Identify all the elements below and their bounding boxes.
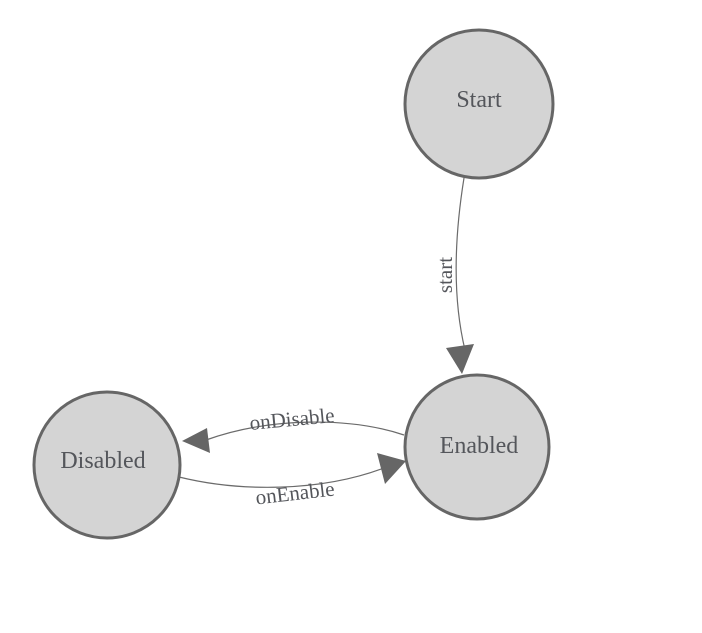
- edge-ondisable-line: [205, 421, 405, 441]
- state-label-start: Start: [456, 87, 502, 113]
- arrowhead-ondisable-icon: [182, 428, 210, 453]
- arrowhead-onenable-icon: [377, 453, 406, 484]
- state-node-enabled: Enabled: [403, 373, 551, 521]
- edge-label-start: start: [433, 257, 457, 293]
- edge-label-ondisable: onDisable: [248, 403, 335, 435]
- state-node-disabled: Disabled: [32, 390, 182, 540]
- edge-enabled-to-disabled: onDisable: [182, 403, 405, 453]
- state-circle-disabled: [32, 390, 182, 540]
- state-label-enabled: Enabled: [440, 433, 519, 459]
- edge-onenable-line: [178, 467, 385, 488]
- edge-label-onenable: onEnable: [254, 477, 336, 510]
- state-label-disabled: Disabled: [60, 448, 145, 474]
- edge-start-to-enabled: start: [433, 177, 474, 374]
- arrowhead-start-icon: [446, 344, 474, 374]
- state-circle-enabled: [403, 373, 551, 521]
- edge-disabled-to-enabled: onEnable: [178, 453, 406, 510]
- state-circle-start: [403, 28, 555, 180]
- edge-start-line: [455, 177, 466, 351]
- state-node-start: Start: [403, 28, 555, 180]
